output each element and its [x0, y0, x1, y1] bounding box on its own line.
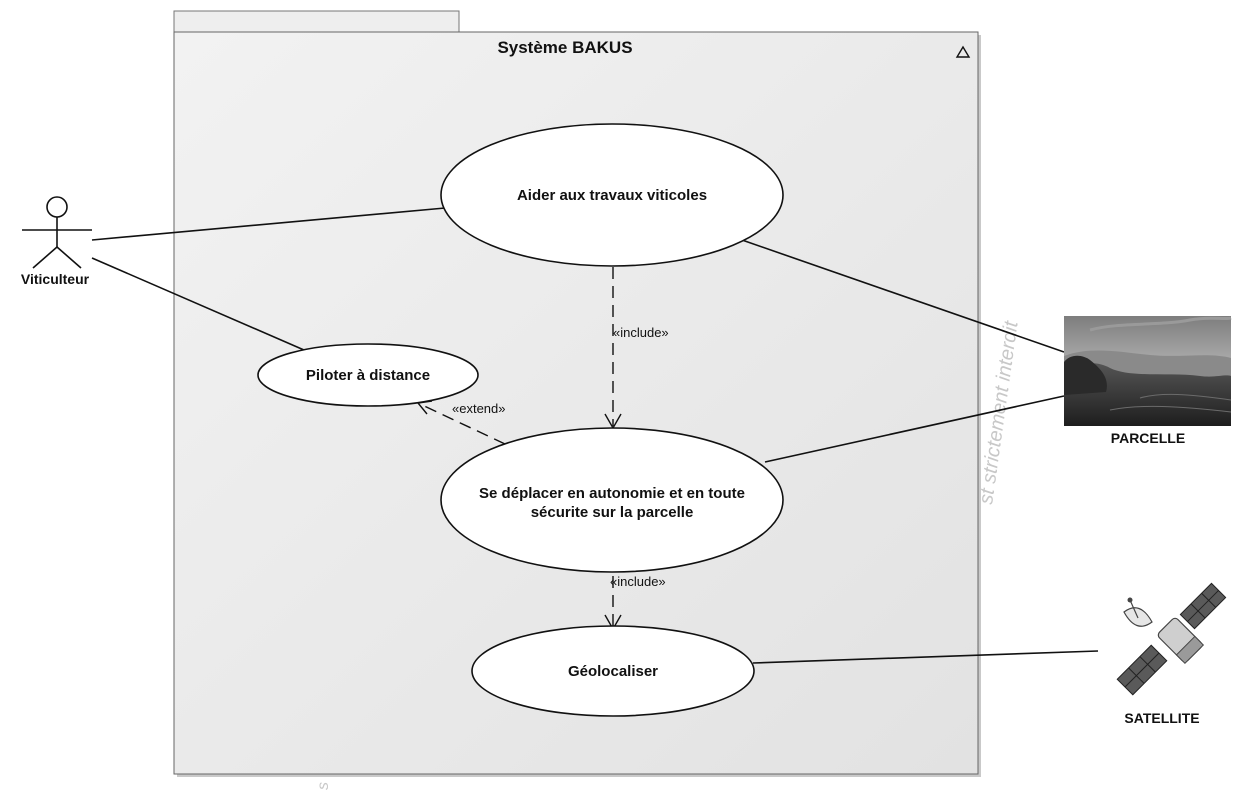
association-aider-parcelle: [741, 239, 1065, 353]
use-case-geolocaliser-label: Géolocaliser: [568, 663, 658, 680]
use-case-deplacer-label-1: Se déplacer en autonomie et en toute: [479, 485, 745, 502]
association-geolocaliser-satellite: [752, 650, 1099, 664]
use-case-aider-label: Aider aux travaux viticoles: [517, 187, 707, 204]
actor-viticulteur-label: Viticulteur: [21, 271, 90, 287]
triangle-up-icon[interactable]: [955, 45, 971, 58]
satellite-icon: [1116, 582, 1227, 696]
stick-figure-icon: [22, 196, 92, 269]
use-case-deplacer-label-2: sécurite sur la parcelle: [531, 504, 694, 521]
vineyard-photo-icon: [1064, 316, 1232, 426]
extend-label: «extend»: [452, 401, 506, 416]
actor-parcelle[interactable]: PARCELLE: [1064, 316, 1232, 446]
association-viticulteur-piloter: [91, 257, 305, 351]
use-case-piloter[interactable]: Piloter à distance: [257, 343, 479, 407]
use-case-piloter-label: Piloter à distance: [306, 367, 430, 384]
system-tab: [173, 10, 460, 34]
use-case-deplacer[interactable]: Se déplacer en autonomie et en toute séc…: [440, 427, 784, 573]
use-case-geolocaliser[interactable]: Géolocaliser: [471, 625, 755, 717]
association-deplacer-parcelle: [764, 395, 1065, 463]
actor-parcelle-label: PARCELLE: [1111, 430, 1185, 446]
include-label-2: «include»: [610, 574, 666, 589]
watermark-bottom: s: [315, 782, 332, 790]
actor-satellite[interactable]: SATELLITE: [1116, 582, 1227, 726]
association-viticulteur-aider: [91, 207, 446, 241]
watermark-text: st strictement interdit: [975, 318, 1023, 505]
actor-satellite-label: SATELLITE: [1124, 710, 1199, 726]
include-label-1: «include»: [613, 325, 669, 340]
system-title: Système BAKUS: [497, 38, 632, 57]
actor-viticulteur[interactable]: Viticulteur: [21, 196, 92, 287]
use-case-aider[interactable]: Aider aux travaux viticoles: [440, 123, 784, 267]
